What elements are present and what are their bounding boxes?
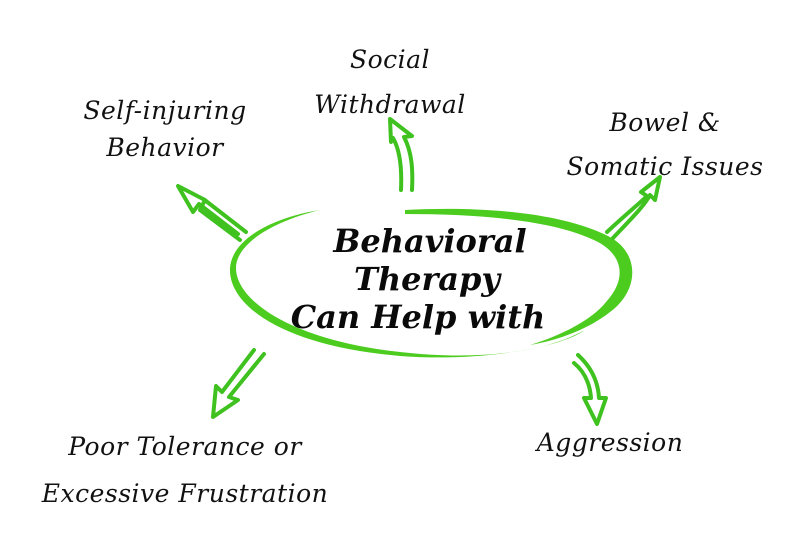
central-title-line-2: Therapy <box>354 260 500 298</box>
arrow-social-withdrawal <box>388 117 415 192</box>
label-line: Withdrawal <box>314 90 466 119</box>
arrow-self-injuring <box>176 184 248 242</box>
arrow-poor-tolerance <box>211 348 266 419</box>
label-line: Excessive Frustration <box>41 479 329 508</box>
arrow-bowel <box>605 175 662 240</box>
label-line: Bowel & <box>609 108 721 137</box>
label-poor-tolerance: Poor Tolerance or Excessive Frustration <box>15 423 355 517</box>
label-line: Behavior <box>106 133 224 162</box>
label-self-injuring-behavior: Self-injuring Behavior <box>55 92 275 166</box>
label-line: Poor Tolerance or <box>68 432 302 461</box>
central-title-line-1: Behavioral <box>333 222 527 260</box>
label-line: Somatic Issues <box>566 152 764 181</box>
label-bowel-somatic-issues: Bowel & Somatic Issues <box>540 101 790 189</box>
label-line: Aggression <box>536 428 684 457</box>
arrow-aggression <box>572 353 608 426</box>
label-line: Social <box>349 45 431 74</box>
label-line: Self-injuring <box>83 96 247 125</box>
label-social-withdrawal: Social Withdrawal <box>300 37 480 127</box>
label-aggression: Aggression <box>520 423 700 463</box>
central-title: Behavioral Therapy Can Help with <box>280 222 580 336</box>
central-title-line-3: Can Help with <box>290 298 546 336</box>
